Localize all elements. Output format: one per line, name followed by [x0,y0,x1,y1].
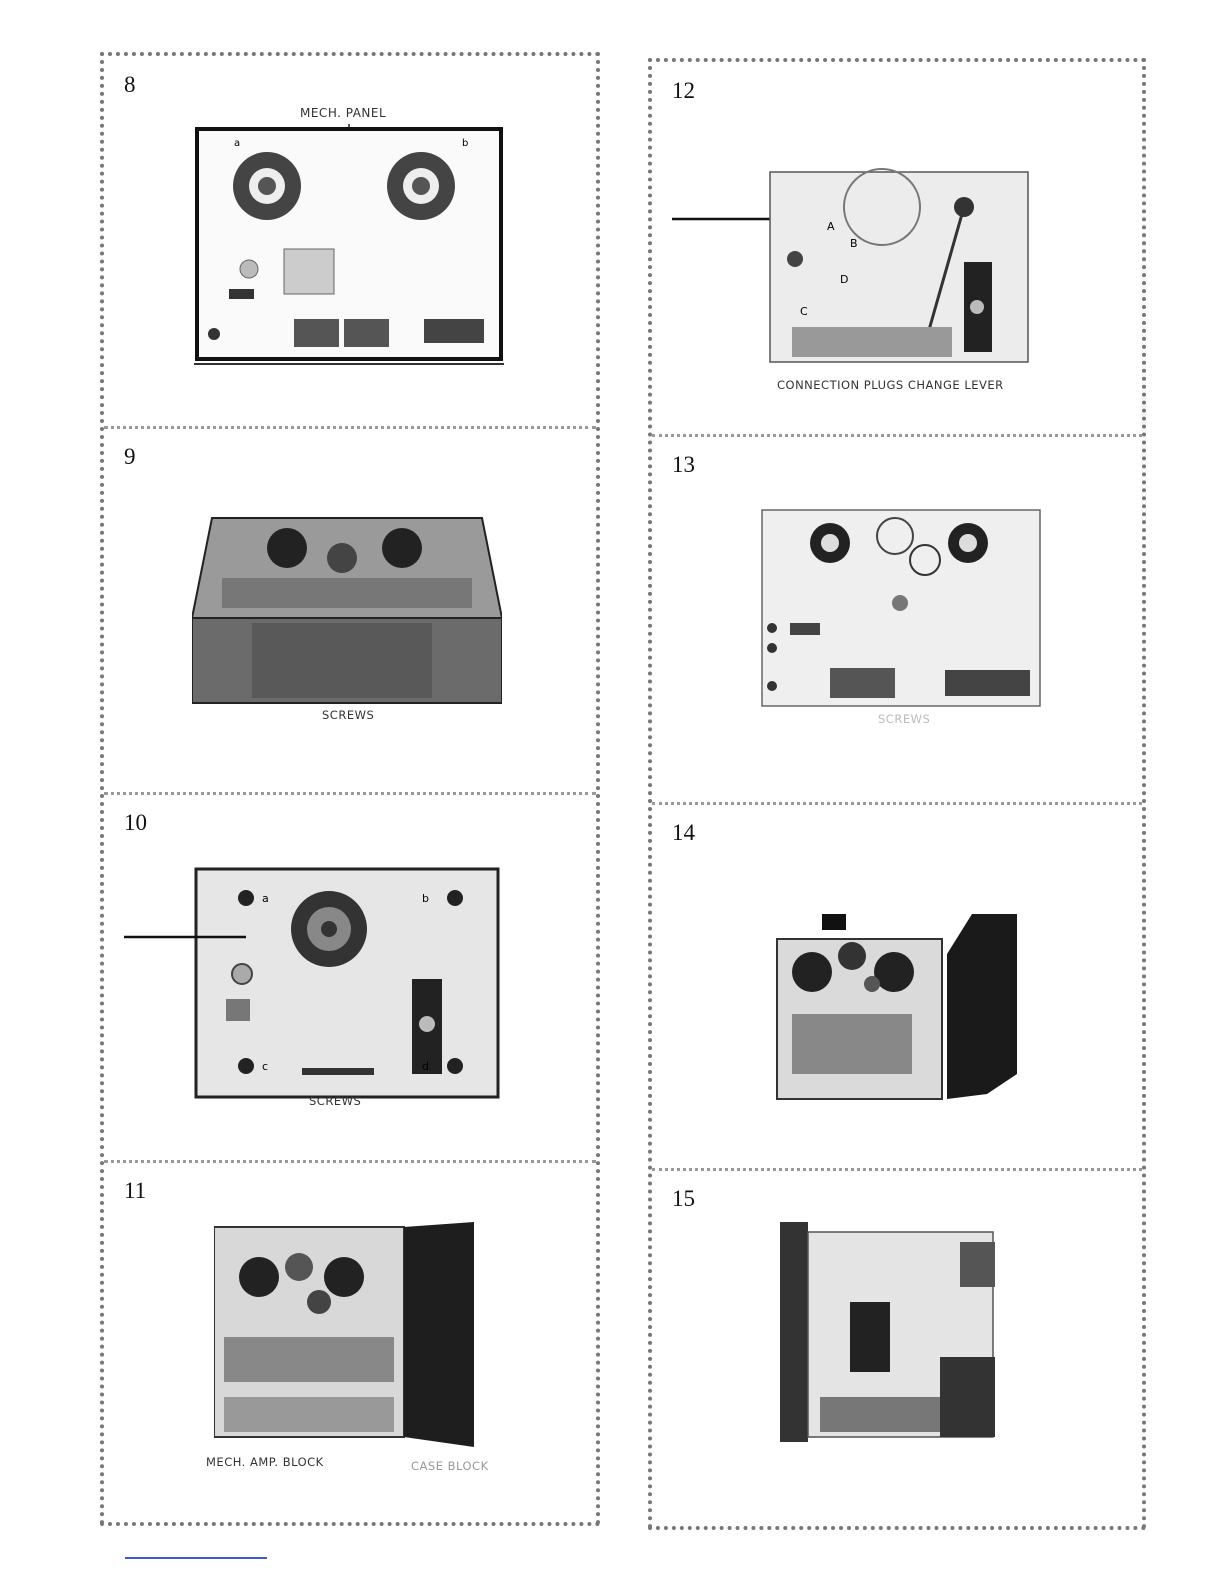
caption-screws: SCREWS [878,712,930,726]
figure-15: 15 [652,1170,1142,1530]
tape-recorder-front-photo: a b [194,124,504,374]
caption-screws: SCREWS [309,1094,361,1108]
figure-14: 14 [652,804,1142,1166]
mechanism-top-photo: A B C D [672,167,1032,367]
label-B: B [850,237,858,250]
left-column: 8 MECH. PANEL a b 9 SCRE [100,52,600,1526]
figure-12: 12 A B C D CONNECTION PLUGS CHANGE LEVER [652,62,1142,434]
figure-number: 8 [124,72,136,98]
figure-8: 8 MECH. PANEL a b [104,56,596,426]
mechanism-and-case-photo [214,1222,484,1452]
figure-number: 13 [672,452,695,478]
mechanism-front-photo [760,508,1042,708]
footer-rule [125,1557,267,1559]
label-b: b [422,892,429,905]
figure-number: 12 [672,78,695,104]
caption-case-block: CASE BLOCK [411,1459,489,1473]
right-column: 12 A B C D CONNECTION PLUGS CHANGE LEVER… [648,58,1146,1530]
figure-number: 14 [672,820,695,846]
tape-recorder-back-photo: a b c d [124,864,504,1104]
label-c: c [262,1060,268,1073]
figure-11: 11 MECH. AMP. BLOCK CASE BLOCK [104,1162,596,1526]
caption-connection-plugs: CONNECTION PLUGS CHANGE LEVER [777,378,1004,392]
figure-9: 9 SCREWS [104,428,596,790]
figure-13: 13 SCREWS [652,436,1142,800]
caption-mech-panel: MECH. PANEL [300,106,386,120]
label-a: a [234,138,240,149]
mechanism-rear-photo [780,1222,1000,1452]
label-A: A [827,220,835,233]
figure-number: 15 [672,1186,695,1212]
label-d: d [422,1060,429,1073]
label-a: a [262,892,269,905]
figure-number: 10 [124,810,147,836]
figure-number: 9 [124,444,136,470]
figure-10: 10 a b c d SCREWS [104,794,596,1158]
figure-number: 11 [124,1178,146,1204]
tape-recorder-cabinet-photo [192,513,502,708]
label-D: D [840,273,848,286]
label-b: b [462,138,468,149]
mechanism-tilted-photo [772,914,1022,1104]
caption-mech-amp-block: MECH. AMP. BLOCK [206,1455,324,1469]
label-C: C [800,305,808,318]
caption-screws: SCREWS [322,708,374,722]
